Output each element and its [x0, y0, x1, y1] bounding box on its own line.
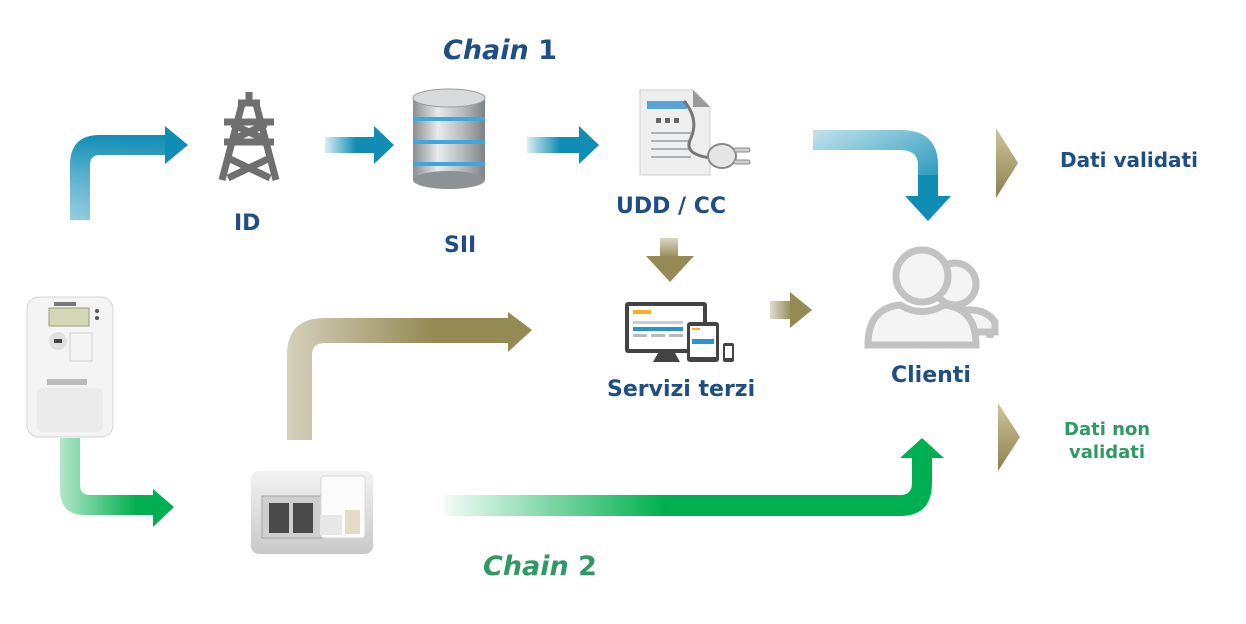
arrow-udd-to-clienti	[813, 130, 951, 221]
legend-marker-non-validated	[998, 403, 1020, 471]
devices-icon	[625, 302, 734, 362]
legend-label-non-validated: Dati non validati	[1064, 418, 1150, 464]
arrow-udd-to-servizi	[646, 238, 694, 282]
node-label-sii: SII	[444, 233, 477, 258]
chain-2-title: Chain 2	[483, 551, 597, 582]
chain-1-label: Chain	[443, 35, 529, 66]
node-label-servizi-terzi: Servizi terzi	[607, 377, 756, 402]
document-plug-icon	[639, 89, 751, 176]
legend-marker-validated	[996, 128, 1018, 198]
chain-2-label: Chain	[483, 551, 569, 582]
users-icon	[864, 246, 999, 349]
arrow-meter-to-device	[60, 438, 174, 527]
node-label-clienti: Clienti	[891, 363, 971, 388]
legend-label-non-validated-line1: Dati non	[1064, 419, 1151, 440]
arrow-meter-to-id	[70, 126, 188, 220]
legend-label-validated: Dati validati	[1060, 148, 1198, 172]
arrow-device-to-servizi	[287, 312, 532, 440]
power-pylon-icon	[218, 92, 280, 182]
arrow-servizi-to-clienti	[770, 292, 812, 328]
arrow-device-to-clienti	[444, 438, 944, 516]
node-label-id: ID	[234, 211, 261, 236]
smart-meter-icon	[26, 296, 114, 438]
arrow-sii-to-udd	[527, 126, 599, 164]
database-icon	[412, 88, 486, 189]
node-label-udd-cc: UDD / CC	[616, 194, 727, 219]
arrow-id-to-sii	[325, 126, 394, 164]
chain-1-number: 1	[538, 35, 557, 66]
chain-1-title: Chain 1	[443, 35, 557, 66]
legend-label-non-validated-line2: validati	[1069, 442, 1146, 463]
chain-2-number: 2	[578, 551, 597, 582]
wall-socket-device-icon	[251, 471, 373, 554]
